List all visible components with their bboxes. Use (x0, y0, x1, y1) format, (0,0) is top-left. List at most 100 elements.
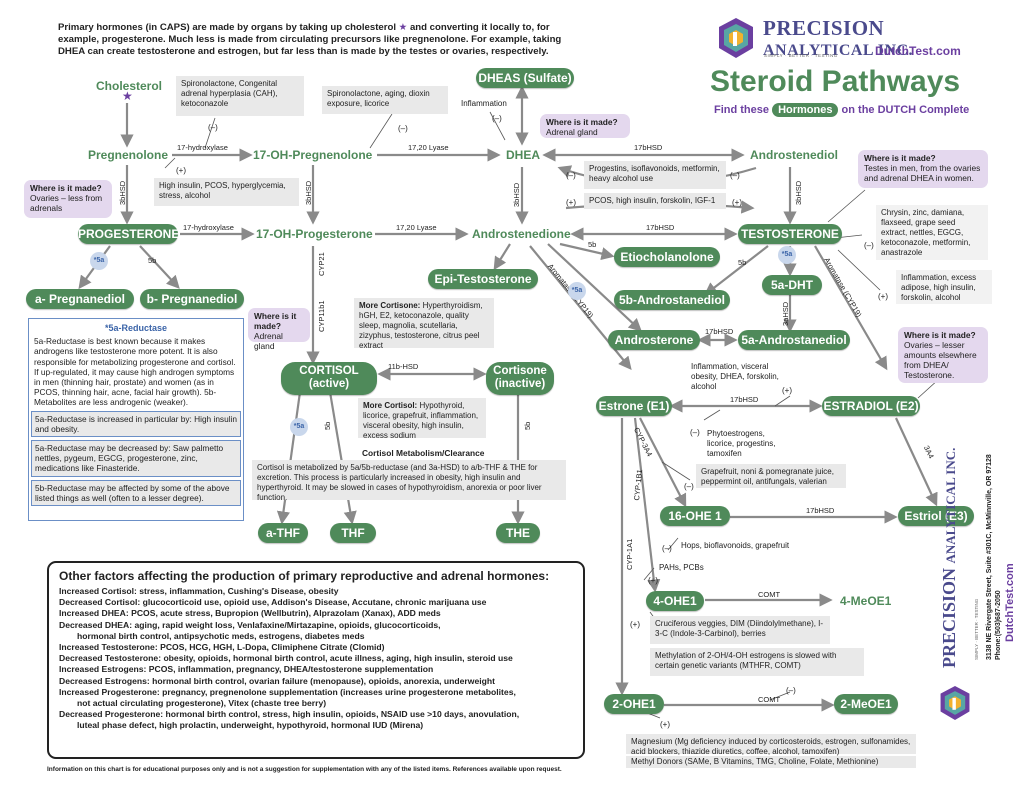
precision-logo-icon (719, 18, 753, 58)
enzyme-17bhsd-2: 17bHSD (646, 223, 675, 232)
hormone-epi-testosterone: Epi-Testosterone (428, 269, 538, 289)
where-text: Ovaries – less from adrenals (30, 193, 103, 213)
enzyme-5b: 5b (148, 256, 157, 265)
hormone-estradiol: ESTRADIOL (E2) (822, 396, 920, 416)
intro-text: Primary hormones (in CAPS) are made by o… (58, 22, 588, 58)
promote-sign: (+) (660, 720, 670, 729)
hormone-4-ohe1: 4-OHE1 (646, 591, 704, 611)
brand-line1: PRECISION (763, 16, 885, 40)
intro-line1b: and converting it locally to, for exampl… (58, 22, 562, 57)
inhibit-sign: (–) (492, 114, 502, 123)
reductase-p4: 5b-Reductase may be affected by some of … (31, 479, 241, 507)
modifier-inflammation-visceral: Inflammation, visceral obesity, DHEA, fo… (691, 362, 779, 391)
modifier-cruciferous: Cruciferous veggies, DIM (Diindolylmetha… (650, 616, 830, 644)
footer-brand-line1: PRECISION (939, 567, 959, 668)
hormone-2-meoe1: 2-MeOE1 (834, 694, 898, 714)
enzyme-3bhsd: 3bHSD (118, 180, 127, 205)
subtitle-post: on the DUTCH Complete (841, 104, 970, 116)
enzyme-17bhsd-4: 17bHSD (730, 395, 759, 404)
hormone-androstenediol: Androstenediol (750, 148, 839, 162)
enzyme-5b-4: 5b (523, 421, 532, 430)
where-text: Adrenal gland (254, 331, 283, 351)
brand-name: PRECISION ANALYTICAL INC. (763, 18, 913, 61)
inhibit-sign: (–) (684, 482, 694, 491)
page-subtitle: Find these Hormones on the DUTCH Complet… (714, 103, 969, 117)
promote-sign: (+) (878, 292, 888, 301)
modifier-high-insulin: High insulin, PCOS, hyperglycemia, stres… (154, 178, 299, 206)
more-cortisol-title: More Cortisol: (363, 401, 418, 410)
hormone-thf: THF (330, 523, 376, 543)
hormone-androsterone: Androsterone (608, 330, 700, 350)
where-text: Adrenal gland (546, 127, 598, 137)
promote-sign: (+) (566, 198, 576, 207)
hormone-androstenedione: Androstenedione (472, 227, 571, 241)
footer-site-link[interactable]: DutchTest.com (1004, 563, 1016, 642)
modifier-hops: Hops, bioflavonoids, grapefruit (681, 541, 790, 550)
factor-item: Increased Progesterone: pregnancy, pregn… (59, 686, 516, 697)
cortisone-line2: (inactive) (494, 378, 546, 390)
where-title: Where is it made? (546, 117, 618, 127)
enzyme-5b-3: 5b (738, 258, 747, 267)
hormone-5a-androstanediol: 5a-Androstanediol (738, 330, 850, 350)
factor-item: Increased Cortisol: stress, inflammation… (59, 586, 339, 596)
where-title-l2: made? (254, 321, 281, 331)
cortisone-line1: Cortisone (493, 365, 547, 377)
where-text: Ovaries – lesser amounts elsewhere from … (904, 340, 977, 380)
modifier-more-cortisone: More Cortisone: Hyperthyroidism, hGH, E2… (354, 298, 494, 350)
hormone-5b-androstanediol: 5b-Androstanediol (614, 290, 730, 310)
5a-reductase-icon: *5a (778, 246, 796, 264)
promote-sign: (+) (782, 386, 792, 395)
factor-item: Decreased Testosterone: obesity, opioids… (59, 653, 513, 664)
5a-reductase-icon: *5a (290, 418, 308, 436)
where-title: Where is it made? (864, 153, 936, 163)
site-link[interactable]: DutchTest.com (875, 44, 961, 58)
cortisol-metabolism-text: Cortisol is metabolized by 5a/5b-reducta… (252, 460, 566, 502)
factor-item: Decreased Progesterone: hormonal birth c… (59, 709, 520, 720)
enzyme-comt-2: COMT (758, 695, 781, 704)
enzyme-cyp1a1: CYP-1A1 (625, 538, 634, 570)
enzyme-17-hydroxylase: 17-hydroxylase (177, 143, 228, 152)
cortisol-line1: CORTISOL (299, 365, 359, 377)
factor-item: Decreased Estrogens: hormonal birth cont… (59, 675, 495, 686)
inhibit-sign: (–) (690, 428, 700, 437)
factor-item: not actual circulating progesterone), Vi… (77, 698, 327, 709)
more-cortisone-title: More Cortisone: (359, 301, 421, 310)
footer-tagline: SIMPLY · BETTER · TESTING (974, 598, 979, 660)
modifier-phytoestrogens: Phytoestrogens, licorice, progestins, ta… (707, 429, 776, 458)
enzyme-3ahsd: 3aHSD (781, 301, 790, 326)
footer-brand-line2: ANALYTICAL INC. (943, 447, 958, 564)
more-cortisone-text: Hyperthyroidism, hGH, E2, ketoconazole, … (359, 301, 483, 350)
hormone-testosterone: TESTOSTERONE (738, 224, 842, 244)
inhibit-sign: (–) (864, 241, 874, 250)
precision-logo-icon-footer (940, 686, 970, 720)
hormone-etiocholanolone: Etiocholanolone (614, 247, 720, 267)
hormone-17oh-pregnenolone: 17-OH-Pregnenolone (253, 148, 373, 162)
modifier-progestins: Progestins, isoflavonoids, metformin, he… (584, 161, 726, 189)
enzyme-comt: COMT (758, 590, 781, 599)
enzyme-5b-2: 5b (588, 240, 597, 249)
modifier-magnesium: Magnesium (Mg deficiency induced by cort… (626, 734, 916, 756)
modifier-methylation: Methylation of 2-OH/4-OH estrogens is sl… (650, 648, 864, 676)
hormone-cholesterol: Cholesterol (96, 79, 163, 93)
promote-sign: (+) (630, 620, 640, 629)
enzyme-3bhsd-2: 3bHSD (304, 180, 313, 205)
modifier-spironolactone-aging: Spironolactone, aging, dioxin exposure, … (322, 86, 448, 114)
disclaimer: Information on this chart is for educati… (47, 766, 562, 773)
footer-address-line: 3138 NE Rivergate Street, Suite #301C, M… (986, 454, 993, 660)
hormone-dhea: DHEA (506, 148, 541, 162)
modifier-more-cortisol: More Cortisol: Hypothyroid, licorice, gr… (358, 398, 486, 440)
footer-phone: Phone:(503)687-2050 (995, 590, 1002, 660)
enzyme-cyp11b1: CYP11b1 (317, 300, 326, 332)
enzyme-3bhsd-3: 3bHSD (512, 182, 521, 207)
factor-item: hormonal birth control, antipsychotic me… (77, 630, 365, 641)
promote-sign: (+) (176, 166, 186, 175)
hormone-the: THE (496, 523, 540, 543)
modifier-inflammation-excess: Inflammation, excess adipose, high insul… (896, 270, 992, 304)
star-icon: ★ (398, 22, 408, 33)
hormone-estrone: Estrone (E1) (596, 396, 672, 416)
where-title: Where is it made? (904, 330, 976, 340)
reductase-title: *5a-Reductase (104, 323, 168, 333)
brand-line2: ANALYTICAL INC. (763, 42, 914, 59)
modifier-cah: Spironolactone, Congenital adrenal hyper… (176, 76, 304, 116)
